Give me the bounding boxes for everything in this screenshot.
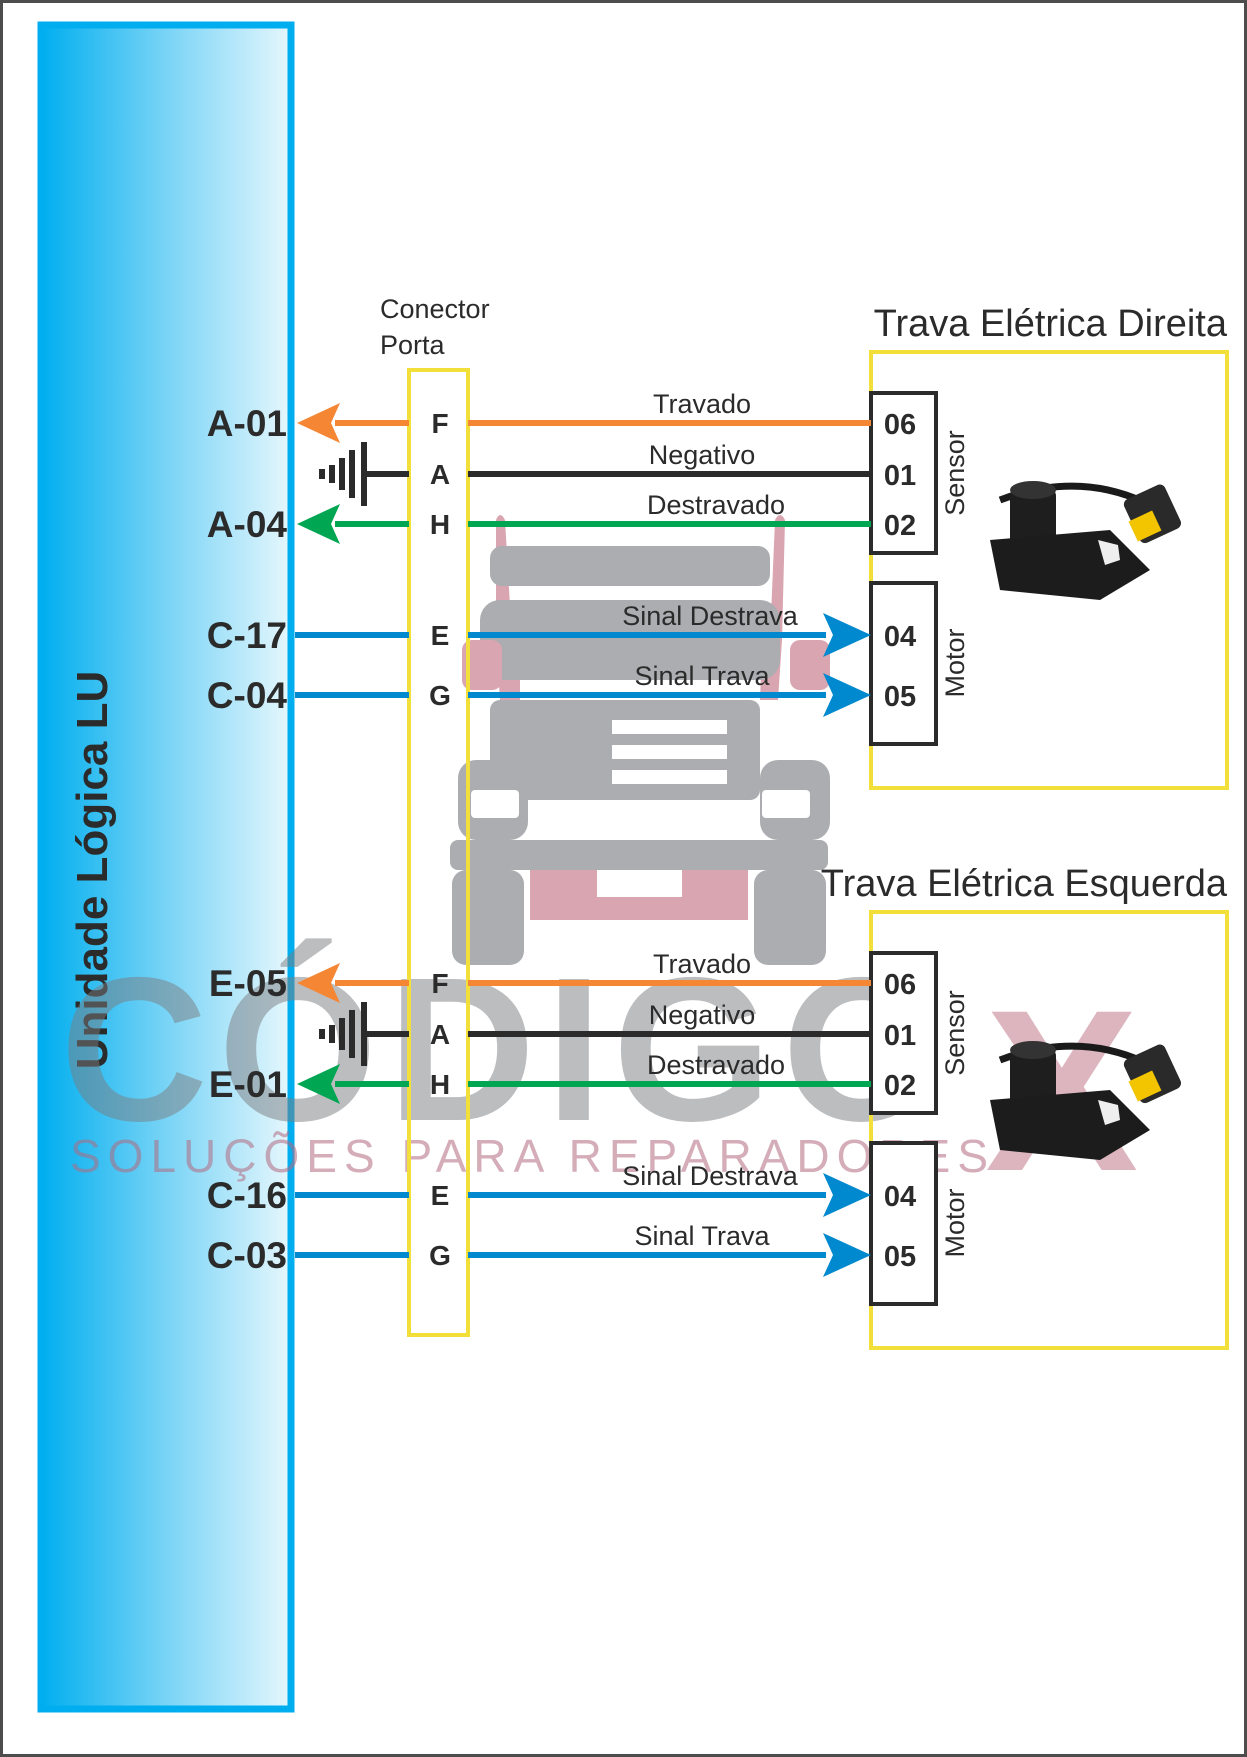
lu-pin-label: C-17 [207,615,287,656]
wire-sinal-trava: G C-03 Sinal Trava 05 [207,1221,916,1277]
sensor-pin-block [869,391,938,555]
wire-label: Destravado [647,1050,785,1080]
device-pin: 05 [884,681,916,713]
wire-sinal-destrava: E C-16 Sinal Destrava 04 [207,1161,916,1217]
wire-sinal-destrava: E C-17 Sinal Destrava 04 [207,601,916,657]
wire-label: Travado [653,389,751,419]
arrow-left-icon [297,1064,340,1104]
arrow-left-icon [297,963,340,1003]
device-pin: 04 [884,621,916,653]
wire-sinal-trava: G C-04 Sinal Trava 05 [207,661,916,717]
lu-pin-label: A-04 [207,504,288,545]
wire-destravado: H E-01 Destravado 02 [209,1050,916,1105]
door-lock-actuator-image [990,481,1182,600]
logic-unit-box [37,21,295,1713]
door-lock-actuator-image [990,1041,1182,1160]
wire-label: Sinal Trava [634,1221,770,1251]
module-box [869,350,1229,790]
module-title: Trava Elétrica Direita [874,303,1228,345]
connector-title-line1: Conector [380,294,490,324]
watermark-brand: CÓDIGO X SOLUÇÕES PARA REPARADORES [60,935,1138,1219]
logic-unit-panel: Unidade Lógica LU [37,21,295,1713]
arrow-right-icon [823,673,871,717]
watermark-brand-x: X [985,962,1138,1219]
ground-icon [319,442,367,506]
wire-destravado: H A-04 Destravado 02 [207,490,916,545]
connector-pin: A [430,1019,450,1050]
device-pin: 04 [884,1181,916,1213]
connector-title-line2: Porta [380,330,446,360]
wire-label: Sinal Trava [634,661,770,691]
motor-pin-block [869,1141,938,1306]
connector-pin: A [430,459,450,490]
wire-travado: F A-01 Travado 06 [207,389,916,444]
arrow-right-icon [823,1173,871,1217]
lu-pin-label: C-04 [207,675,288,716]
connector-pin: F [431,408,448,439]
logic-unit-title: Unidade Lógica LU [68,671,117,1069]
wire-label: Sinal Destrava [622,1161,799,1191]
connector-pin: G [429,1240,451,1271]
connector-box [407,368,470,1337]
ground-icon [319,1002,367,1066]
arrow-left-icon [297,504,340,544]
arrow-right-icon [823,1233,871,1277]
sensor-label: Sensor [940,430,970,516]
motor-label: Motor [940,1188,970,1257]
lu-pin-label: E-01 [209,1064,287,1105]
wire-label: Destravado [647,490,785,520]
wire-negativo: A Negativo 01 [319,1000,916,1066]
watermark-truck [450,515,830,965]
lu-pin-label: E-05 [209,963,287,1004]
module-box [869,910,1229,1350]
lu-pin-label: A-01 [207,403,287,444]
device-pin: 01 [884,1020,916,1052]
watermark-brand-text: CÓDIGO [60,935,951,1164]
sensor-pin-block [869,951,938,1115]
module-title: Trava Elétrica Esquerda [821,863,1228,905]
wire-label: Negativo [649,440,756,470]
connector-pin: H [430,509,450,540]
door-connector: Conector Porta [380,294,490,1337]
device-pin: 06 [884,409,916,441]
device-pin: 06 [884,969,916,1001]
connector-pin: F [431,968,448,999]
lu-pin-label: C-16 [207,1175,287,1216]
wire-label: Negativo [649,1000,756,1030]
wire-travado: F E-05 Travado 06 [209,949,916,1004]
device-pin: 02 [884,510,916,542]
device-pin: 01 [884,460,916,492]
lu-pin-label: C-03 [207,1235,287,1276]
arrow-left-icon [297,403,340,443]
motor-label: Motor [940,628,970,697]
wire-label: Sinal Destrava [622,601,799,631]
motor-pin-block [869,581,938,746]
wire-label: Travado [653,949,751,979]
sensor-label: Sensor [940,990,970,1076]
connector-pin: G [429,680,451,711]
arrow-right-icon [823,613,871,657]
connector-pin: E [431,620,450,651]
device-pin: 05 [884,1241,916,1273]
wire-negativo: A Negativo 01 [319,440,916,506]
connector-pin: E [431,1180,450,1211]
device-pin: 02 [884,1070,916,1102]
connector-pin: H [430,1069,450,1100]
